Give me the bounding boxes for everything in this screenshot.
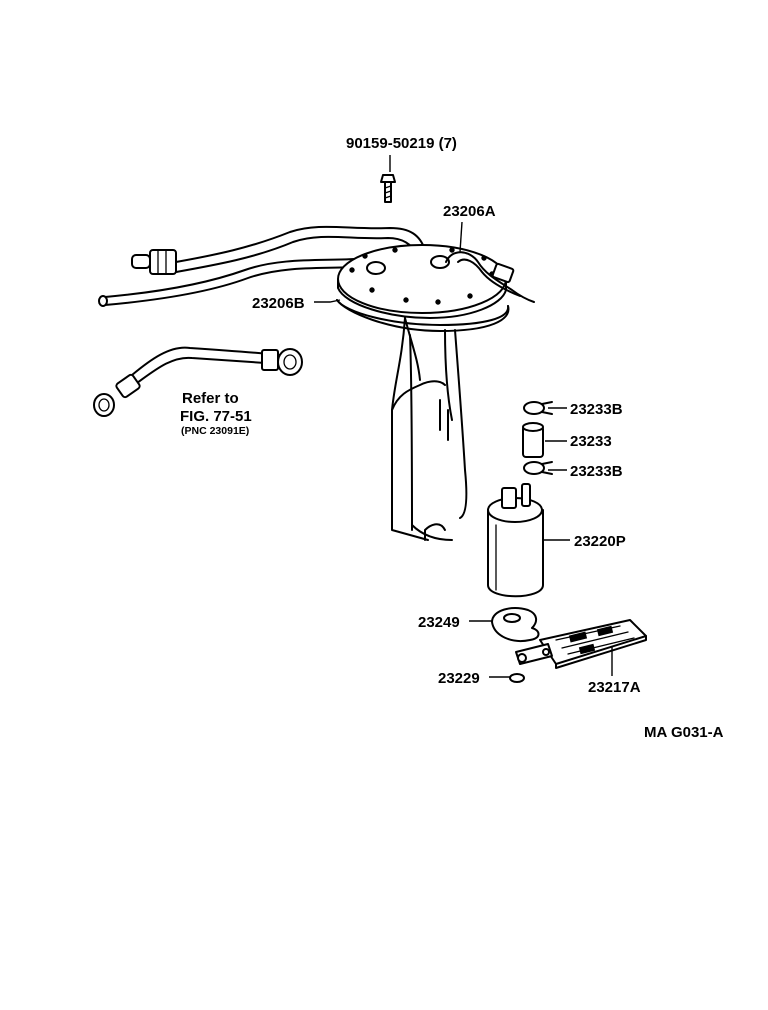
- label-screw: 90159-50219 (7): [346, 135, 457, 152]
- cushion-part: [491, 607, 540, 642]
- clamp-bottom-part: [523, 461, 553, 475]
- refer-note-line1: Refer to: [182, 390, 239, 407]
- refer-note-line3: (PNC 23091E): [181, 425, 249, 437]
- label-washer: 23229: [438, 670, 480, 687]
- washer-part: [509, 673, 525, 683]
- drawing-code: MA G031-A: [644, 724, 724, 741]
- refer-note-line2: FIG. 77-51: [180, 408, 252, 425]
- label-hose: 23233: [570, 433, 612, 450]
- label-filter: 23217A: [588, 679, 641, 696]
- label-pump: 23220P: [574, 533, 626, 550]
- label-cushion: 23249: [418, 614, 460, 631]
- pump-bracket: [336, 244, 535, 541]
- refer-hose: [93, 346, 303, 417]
- label-gasket-b: 23206B: [252, 295, 305, 312]
- label-clamp-top: 23233B: [570, 401, 623, 418]
- clamp-top-part: [523, 401, 553, 415]
- fuel-pump-part: [487, 483, 544, 598]
- leader-lines: [314, 155, 613, 678]
- hose-part: [522, 422, 544, 458]
- screw-part: [380, 174, 396, 203]
- filter-part: [515, 619, 647, 669]
- label-clamp-bottom: 23233B: [570, 463, 623, 480]
- fuel-lines: [98, 225, 426, 307]
- label-gasket-a: 23206A: [443, 203, 496, 220]
